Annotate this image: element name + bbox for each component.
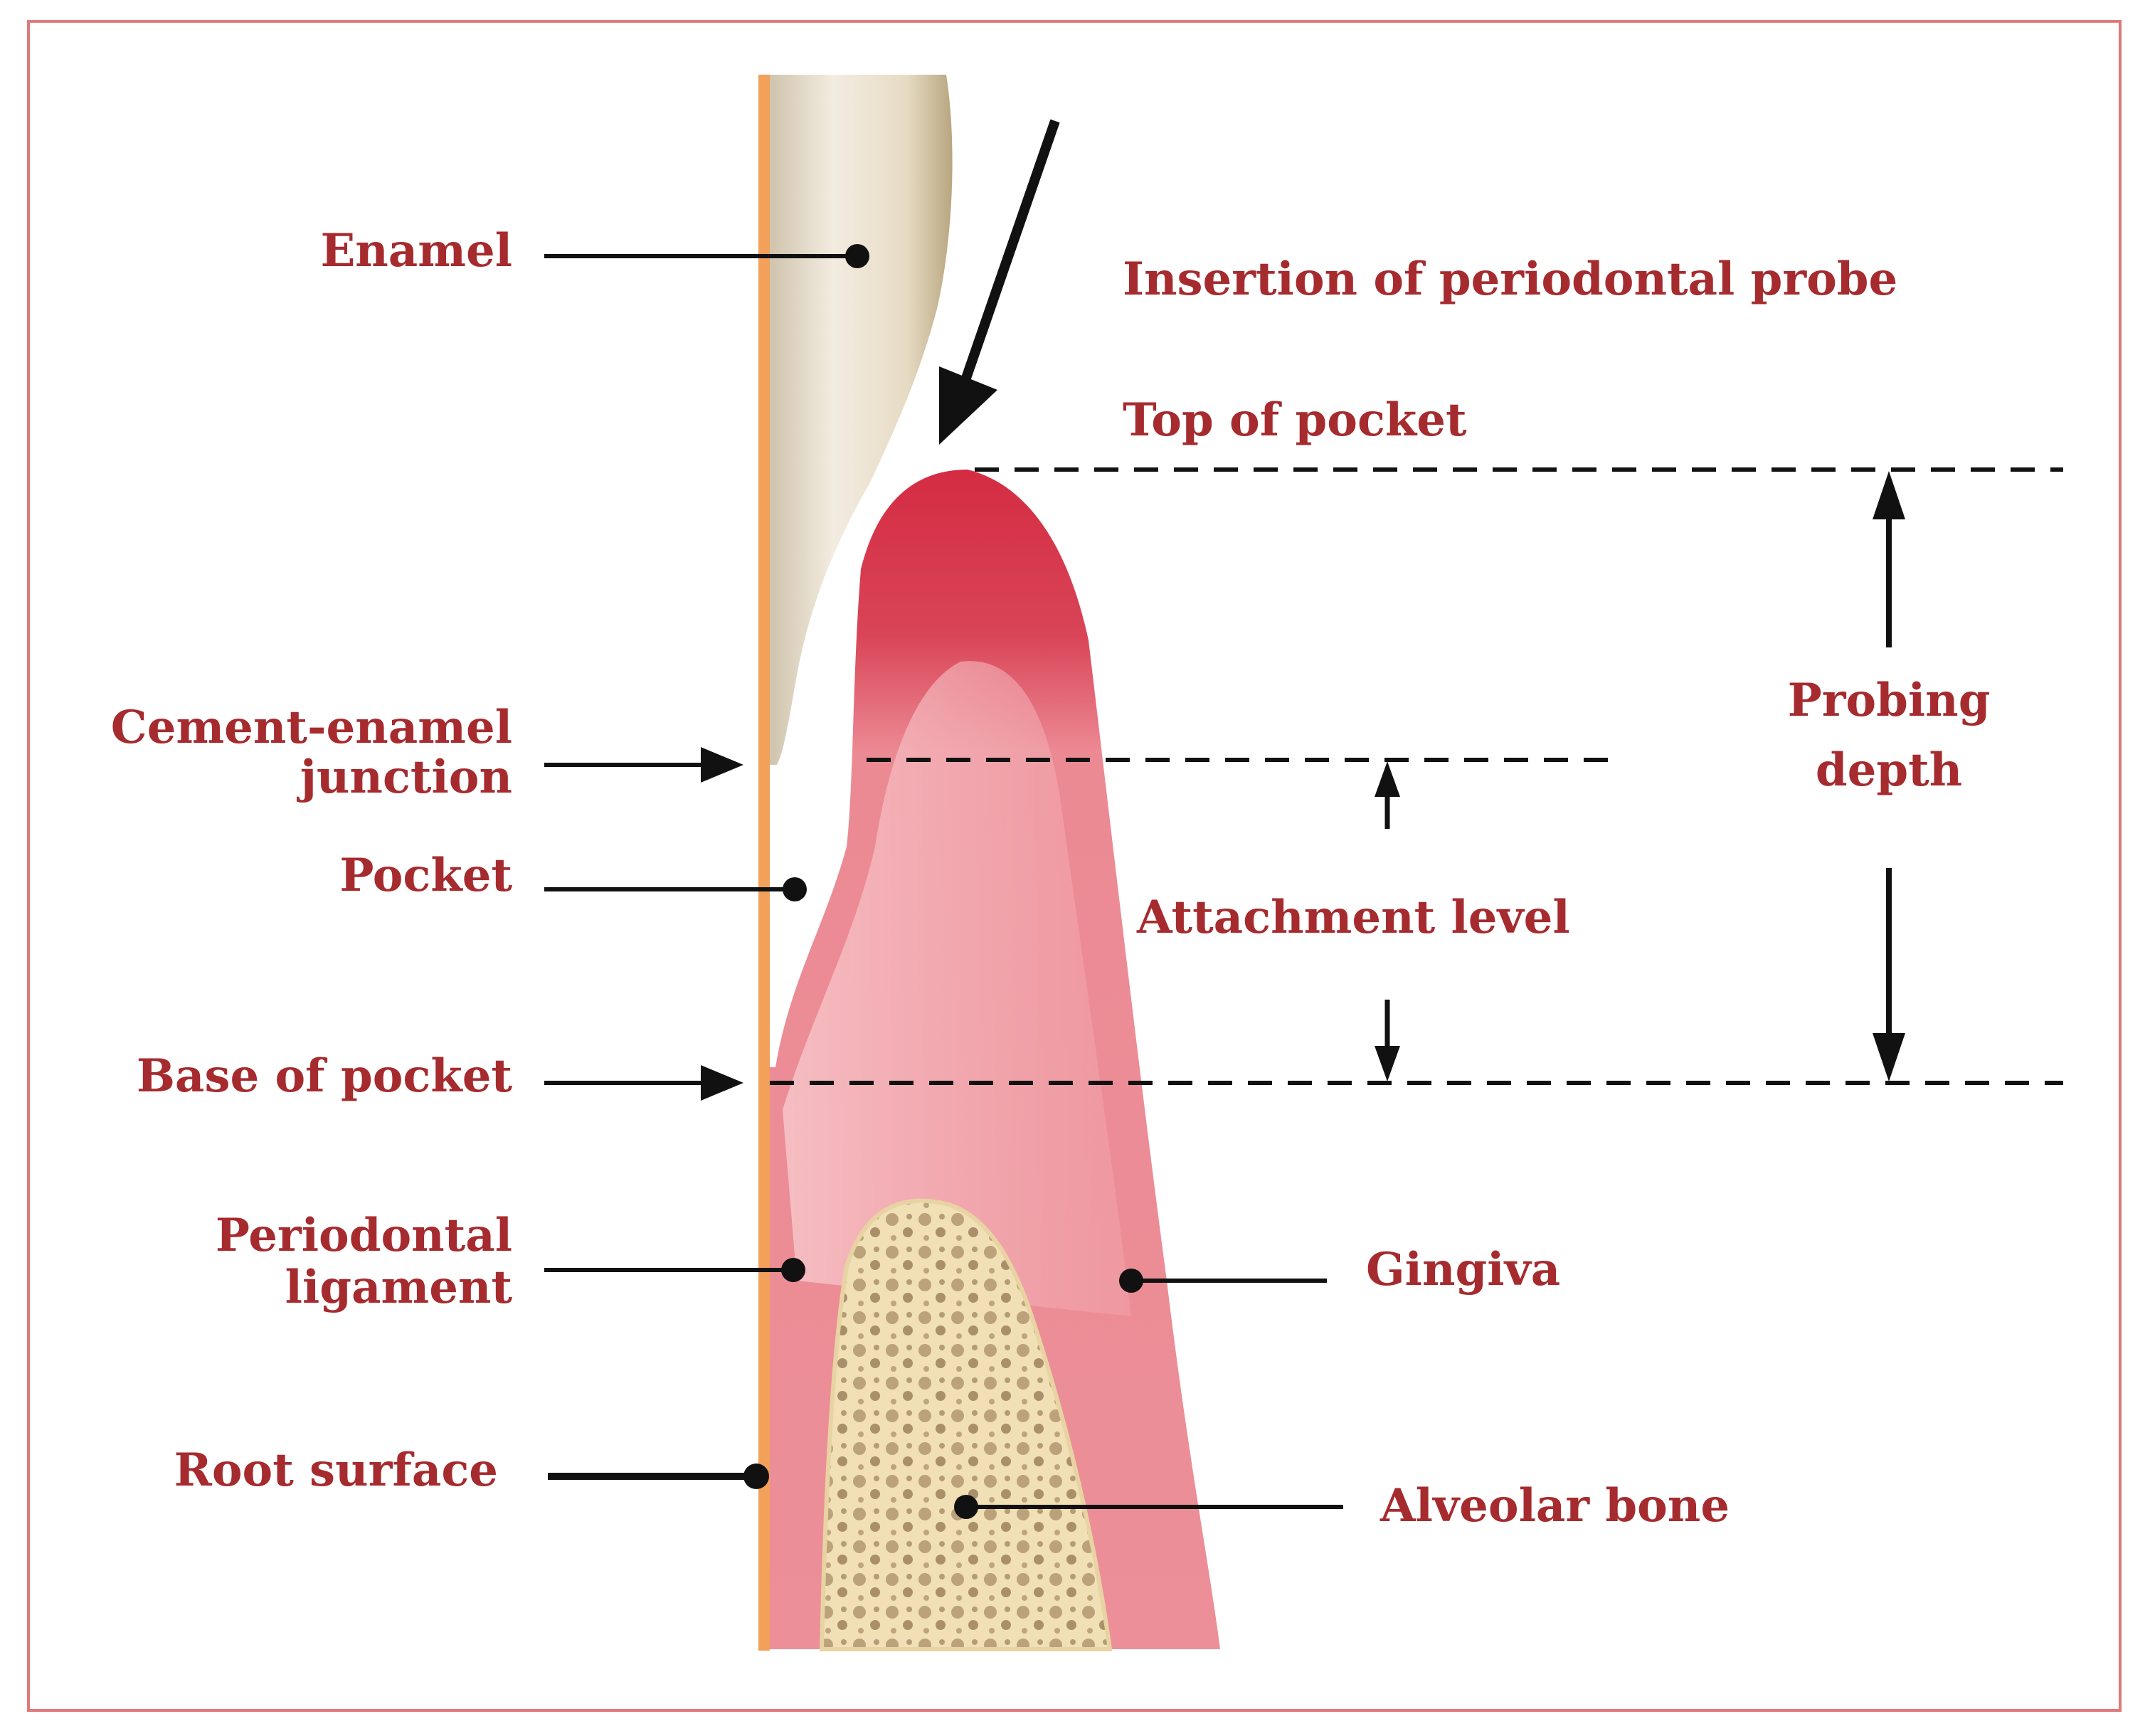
attachment-arrow-down (1375, 1000, 1400, 1081)
probing-depth-arrow-down (1873, 868, 1905, 1081)
label-insertion: Insertion of periodontal probe (1123, 253, 1898, 306)
base-of-pocket-leader (544, 1065, 743, 1101)
label-enamel: Enamel (320, 224, 512, 277)
label-probing-line2: depth (1815, 743, 1963, 797)
enamel-shape (770, 75, 953, 765)
label-pdl-line2: ligament (285, 1261, 512, 1314)
label-gingiva: Gingiva (1366, 1243, 1561, 1296)
label-cej-line2: junction (300, 751, 512, 804)
alveolar-bone-leader (954, 1495, 1343, 1519)
root-surface-leader (548, 1464, 769, 1489)
root-surface-line (758, 75, 770, 1651)
label-cej-line1: Cement-enamel (110, 701, 512, 754)
label-top-of-pocket: Top of pocket (1123, 393, 1467, 447)
alveolar-bone-shape (819, 1198, 1113, 1651)
label-alveolar-bone: Alveolar bone (1380, 1479, 1730, 1533)
label-probing-line1: Probing (1787, 674, 1991, 727)
pdl-leader (544, 1258, 805, 1282)
enamel-leader (544, 244, 869, 268)
cej-leader (544, 747, 743, 783)
probe-insertion-arrow (939, 119, 1060, 445)
label-pocket: Pocket (339, 849, 512, 902)
gingiva-leader (1119, 1269, 1327, 1293)
probing-depth-arrow-up (1873, 471, 1905, 647)
pocket-leader (544, 877, 807, 901)
attachment-arrow-up (1375, 761, 1400, 829)
label-root-surface: Root surface (174, 1444, 498, 1497)
diagram-frame (27, 20, 2122, 1712)
label-base-of-pocket: Base of pocket (136, 1049, 512, 1103)
label-pdl-line1: Periodontal (215, 1209, 512, 1262)
gingiva-inner-shape (783, 661, 1131, 1316)
label-attachment-level: Attachment level (1137, 891, 1570, 944)
